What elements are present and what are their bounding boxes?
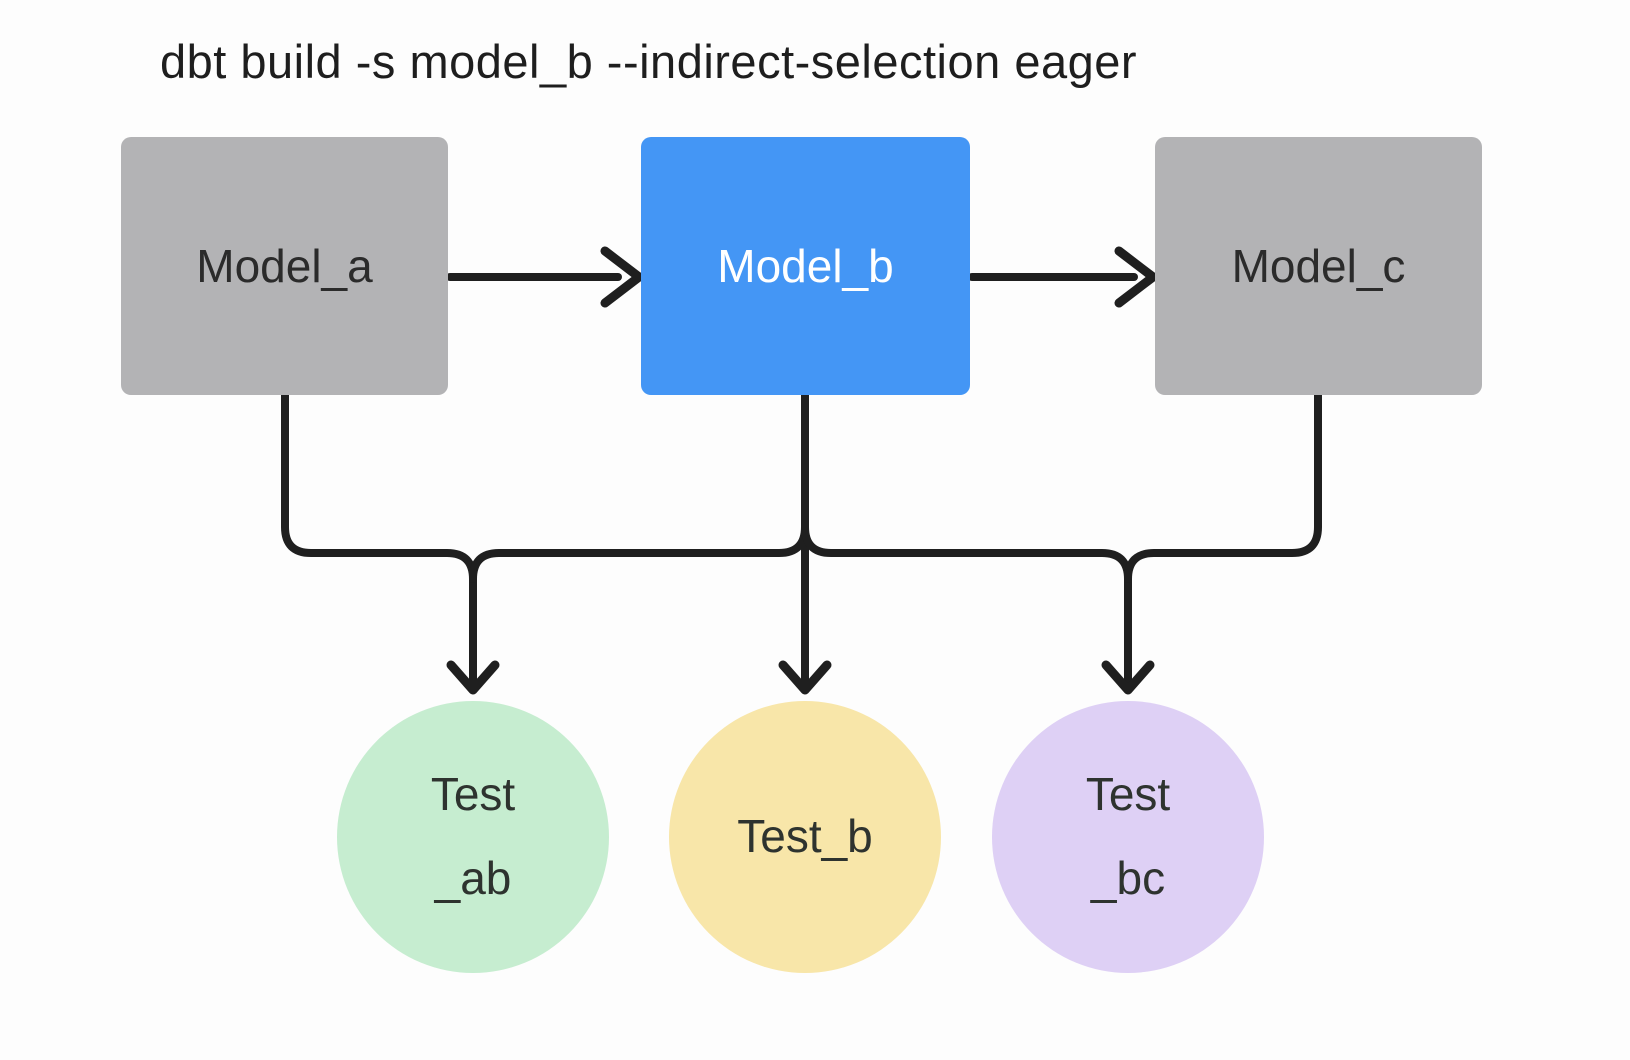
node-label-line: Test (430, 768, 516, 821)
node-label-line: Test_b (737, 810, 873, 863)
node-model-a: Model_a (121, 137, 448, 395)
node-label-line: Test (1085, 768, 1171, 821)
node-label-line: _bc (1090, 852, 1166, 904)
arrowhead-down-test-bc-icon (1101, 660, 1155, 695)
arrowhead-down-test-b-icon (778, 660, 832, 695)
node-label: Model_c (1231, 240, 1406, 292)
node-label: Model_a (196, 240, 373, 292)
diagram-title: dbt build -s model_b --indirect-selectio… (160, 35, 1138, 88)
edge-model-a-to-test-ab (281, 391, 477, 690)
node-label: Model_b (717, 240, 894, 292)
node-test-bc: Test _bc (992, 701, 1264, 973)
edge-model-b-to-test-ab (469, 391, 809, 583)
node-model-c: Model_c (1155, 137, 1482, 395)
edge-model-b-to-test-bc (801, 391, 1132, 690)
arrowhead-right-model-b-icon (600, 246, 644, 308)
arrowhead-down-test-ab-icon (446, 660, 500, 695)
node-model-b: Model_b (641, 137, 970, 395)
arrowhead-right-model-c-icon (1114, 246, 1158, 308)
node-test-b: Test_b (669, 701, 941, 973)
edge-model-c-to-test-bc (1124, 391, 1322, 583)
node-test-ab: Test _ab (337, 701, 609, 973)
node-label-line: _ab (434, 852, 512, 904)
